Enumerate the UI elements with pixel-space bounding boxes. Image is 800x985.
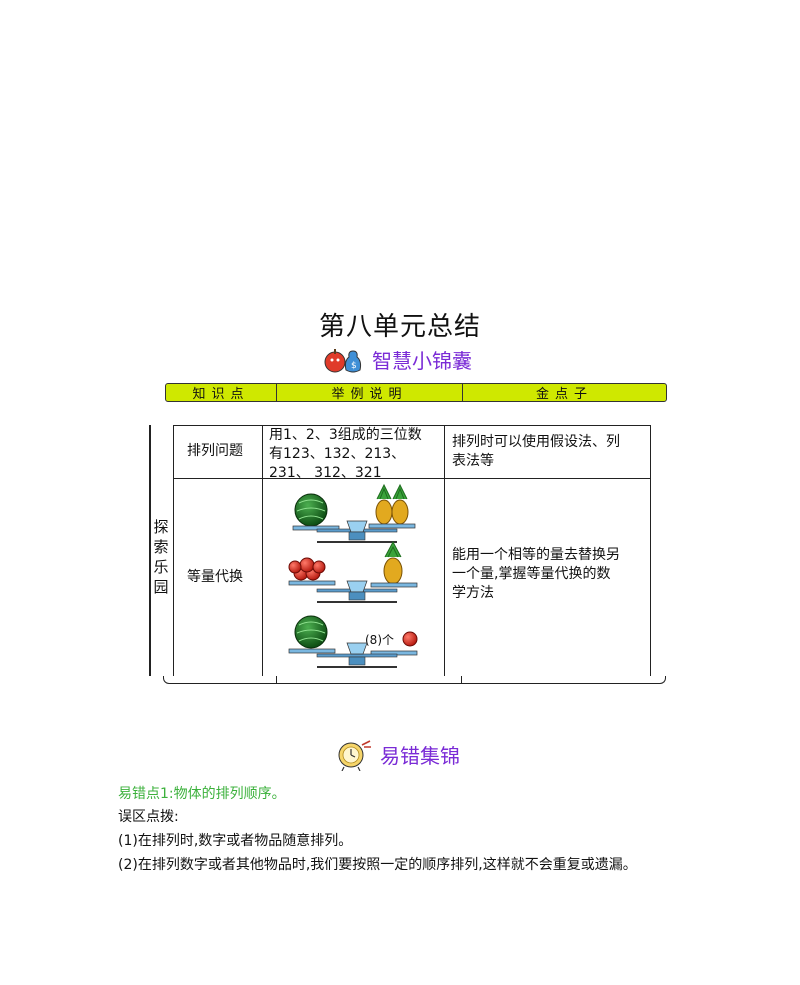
section-title-wisdom: 智慧小锦囊 <box>372 348 472 373</box>
header-example: 举例说明 <box>276 384 462 402</box>
table-border <box>262 425 263 676</box>
table-border <box>650 425 651 676</box>
errors-section-header: 易错集锦 <box>334 737 460 771</box>
error-item: (2)在排列数字或者其他物品时,我们要按照一定的顺序排列,这样就不会重复或遗漏。 <box>118 857 637 873</box>
table-border <box>444 425 445 676</box>
side-char: 乐 <box>153 558 169 576</box>
tip-line: 一个量,掌握等量代换的数 <box>452 566 611 582</box>
tip-permutation: 排列时可以使用假设法、列 表法等 <box>452 433 647 471</box>
wisdom-section-header: $ 智慧小锦囊 <box>322 343 472 375</box>
bracket-tick <box>461 676 462 684</box>
example-line: 231、 312、321 <box>269 465 382 481</box>
clock-mascot-icon <box>338 740 371 771</box>
topic-substitution: 等量代换 <box>187 569 243 585</box>
page-title: 第八单元总结 <box>318 312 481 342</box>
tip-line: 排列时可以使用假设法、列 <box>452 434 620 450</box>
bottom-bracket <box>163 676 666 684</box>
scale-melon-apples: (8)个 <box>288 615 418 668</box>
tip-line: 能用一个相等的量去替换另 <box>452 547 620 563</box>
side-label: 探 索 乐 园 <box>152 517 170 597</box>
example-line: 用1、2、3组成的三位数 <box>269 427 422 443</box>
example-line: 有123、132、213、 <box>269 446 406 462</box>
tip-substitution: 能用一个相等的量去替换另 一个量,掌握等量代换的数 学方法 <box>452 546 647 603</box>
svg-text:$: $ <box>351 361 357 371</box>
topic-permutation: 排列问题 <box>187 443 243 459</box>
side-char: 探 <box>153 518 169 536</box>
bracket-tick <box>276 676 277 684</box>
side-char: 索 <box>153 538 169 556</box>
header-tips: 金点子 <box>462 384 666 402</box>
scale-apples-pineapple <box>288 540 418 603</box>
apple-money-bag-icon: $ <box>324 349 362 373</box>
header-knowledge: 知识点 <box>192 387 250 402</box>
table-border <box>173 425 174 676</box>
tip-line: 表法等 <box>452 453 494 469</box>
side-char: 园 <box>153 578 169 596</box>
error-item: (1)在排列时,数字或者物品随意排列。 <box>118 833 353 849</box>
section-title-errors: 易错集锦 <box>380 743 460 768</box>
summary-table: 排列问题 用1、2、3组成的三位数 有123、132、213、 231、 312… <box>173 425 651 676</box>
example-permutation: 用1、2、3组成的三位数 有123、132、213、 231、 312、321 <box>269 426 444 483</box>
side-bracket <box>149 425 151 676</box>
scale-count-label: (8)个 <box>365 633 394 647</box>
balance-scales-illustration: (8)个 <box>288 483 418 668</box>
table-header-bar: 知识点 举例说明 金点子 <box>165 383 667 402</box>
scale-melon-pineapples <box>292 483 416 543</box>
tip-line: 学方法 <box>452 585 494 601</box>
error-intro: 误区点拨: <box>118 809 179 825</box>
table-border <box>173 425 651 426</box>
error-point-title: 易错点1:物体的排列顺序。 <box>118 786 286 802</box>
table-border <box>173 478 651 479</box>
